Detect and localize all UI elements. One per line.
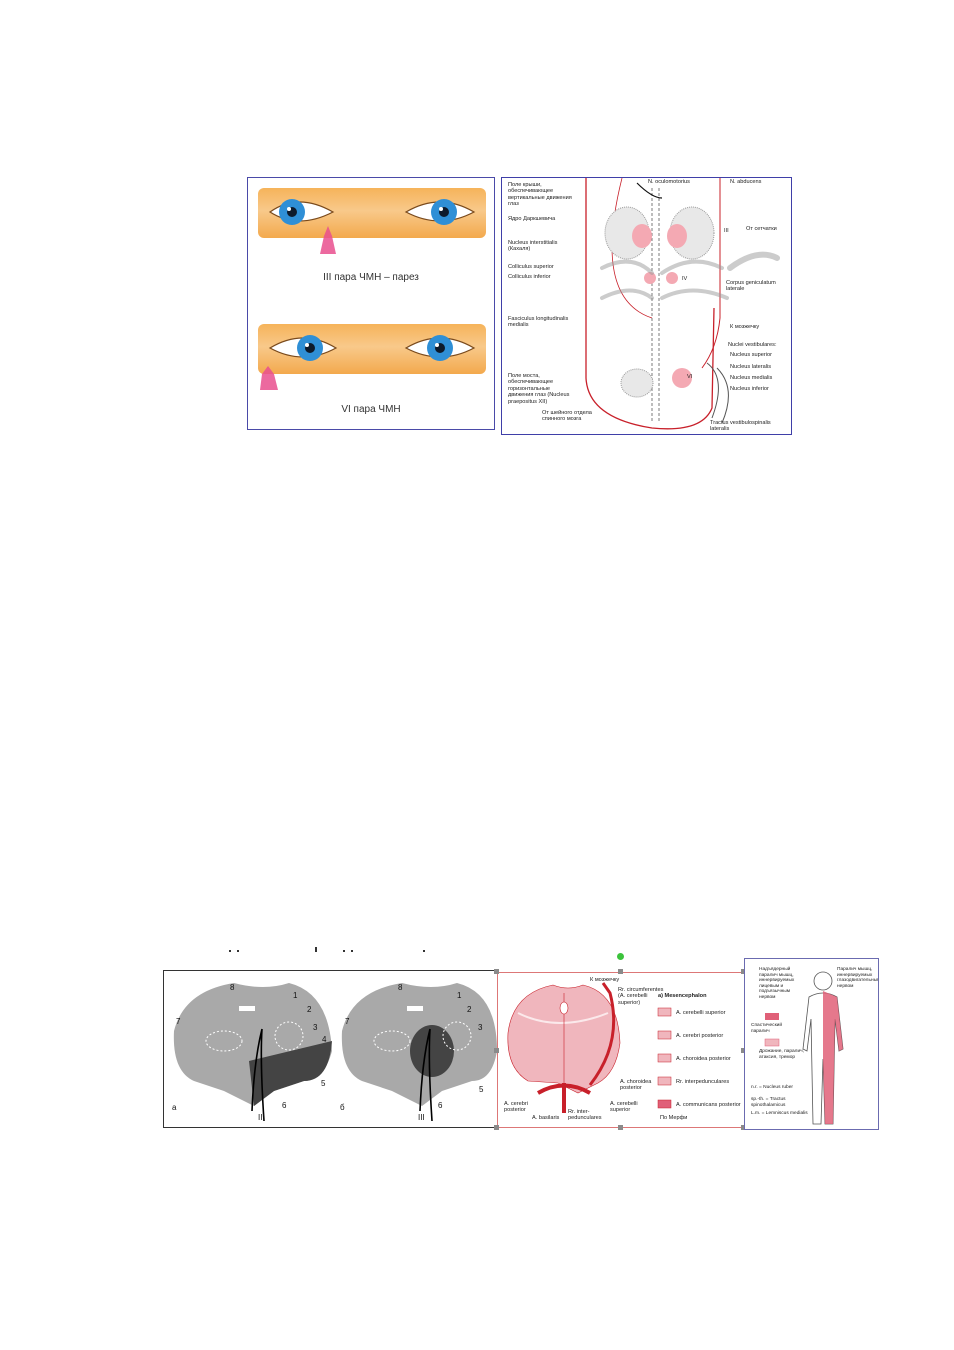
label-tractus: Tractus vestibulospinalis lateralis [710, 420, 771, 433]
label-nucleus-inferior: Nucleus inferior [730, 386, 769, 392]
label-lemniscus: L.m. = Lemniscus medialis [751, 1111, 808, 1116]
label-cervical: От шейного отдела спинного мозга [542, 410, 592, 423]
midbrain-vessels-figure: К мозжечку Rr. circumferentes (A. cerebe… [497, 972, 745, 1128]
label-darkschewitsch: Ядро Даркшевича [508, 216, 556, 222]
section-b-num-6: 6 [438, 1101, 443, 1110]
label-right-note: Паралич мышц, иннервируемых глазодвигате… [837, 967, 879, 989]
handle-tr[interactable] [741, 969, 746, 974]
body-drawing [764, 971, 844, 1125]
label-spino: sp.-th. = Tractus spinothalamicus [751, 1097, 786, 1108]
label-retina: От сетчатки [746, 226, 777, 232]
handle-tm[interactable] [618, 969, 623, 974]
eye-right-bottom [404, 335, 476, 361]
cropped-text-fragment [229, 947, 425, 952]
label-vestibulares: Nuclei vestibulares: [728, 342, 777, 348]
section-b-num-2: 2 [467, 1005, 472, 1014]
label-abducens: N. abducens [730, 179, 762, 185]
section-a-num-3: 3 [313, 1023, 318, 1032]
label-mesencephalon: a) Mesencephalon [658, 993, 707, 999]
brainstem-figure: Поле крыши, обеспечивающее вертикальные … [501, 177, 792, 435]
vessels-drawing [507, 982, 672, 1113]
eyes-caption-oculomotor: III пара ЧМН – парез [323, 272, 419, 283]
section-a-num-1: 1 [293, 991, 298, 1000]
label-roman-iv: IV [682, 276, 688, 282]
section-b-num-1: 1 [457, 991, 462, 1000]
label-nucleus-medialis: Nucleus medialis [730, 375, 773, 381]
label-author: По Мерфи [660, 1115, 688, 1121]
label-circumferentes: Rr. circumferentes (A. cerebelli superio… [618, 987, 664, 1006]
label-cerebellum-vessels: К мозжечку [590, 977, 620, 983]
section-b-nerve: III [418, 1113, 425, 1122]
midbrain-section-a [173, 983, 332, 1122]
label-nucleus-lateralis: Nucleus lateralis [730, 364, 772, 370]
eyes-figure: III пара ЧМН – парез VI пара ЧМН [247, 177, 495, 430]
section-b-num-3: 3 [478, 1023, 483, 1032]
section-a-num-5: 5 [321, 1079, 326, 1088]
label-communicans: A. communicans posterior [676, 1102, 741, 1108]
section-b-num-8: 8 [398, 983, 403, 992]
legend-swatches [657, 1007, 672, 1109]
section-a-num-6: 6 [282, 1101, 287, 1110]
label-flm: Fasciculus longitudinalis medialis [508, 316, 569, 329]
arrow-top [320, 226, 336, 254]
body-sensory-figure: Надъядерный паралич мышц, иннервируемых … [744, 958, 879, 1130]
label-geniculatum: Corpus geniculatum laterale [726, 280, 776, 293]
label-cajal: Nucleus interstitialis (Кахаля) [508, 240, 558, 253]
handle-bm[interactable] [618, 1125, 623, 1130]
label-choroidea-posterior-2: A. choroidea posterior [620, 1079, 652, 1092]
label-rr-inter: Rr. inter-pedunculares [568, 1109, 602, 1122]
brainstem-drawing [585, 178, 780, 430]
label-roman-iii: III [724, 228, 729, 234]
label-basilaris: A. basilaris [532, 1115, 560, 1121]
section-a-num-7: 7 [176, 1017, 181, 1026]
section-b-num-5: 5 [479, 1085, 484, 1094]
label-cerebelli-superior-2: A. cerebelli superior [610, 1101, 638, 1114]
label-roman-vi: VI [687, 374, 693, 380]
label-cerebri-posterior-2: A. cerebri posterior [504, 1101, 528, 1114]
label-choroidea-posterior: A. choroidea posterior [676, 1056, 731, 1062]
section-a-label: а [172, 1103, 177, 1112]
label-spastic: Спастический паралич [751, 1023, 783, 1034]
handle-ml[interactable] [494, 1048, 499, 1053]
label-ruber: n.r. = Nucleus ruber [751, 1085, 793, 1090]
eye-left-bottom [268, 335, 338, 361]
label-colliculus-superior: Colliculus superior [508, 264, 554, 270]
handle-br[interactable] [741, 1125, 746, 1130]
section-a-nerve: III [258, 1113, 265, 1122]
label-colliculus-inferior: Colliculus inferior [508, 274, 551, 280]
eyes-caption-abducens: VI пара ЧМН [341, 404, 401, 415]
section-a-num-8: 8 [230, 983, 235, 992]
label-cerebelli-superior: A. cerebelli superior [676, 1010, 726, 1016]
section-b-num-7: 7 [345, 1017, 350, 1026]
label-tremor: Дрожание, паралич, атаксия, тремор [759, 1049, 804, 1060]
label-pons-field: Поле моста, обеспечивающее горизонтальны… [508, 373, 570, 405]
label-nucleus-superior: Nucleus superior [730, 352, 772, 358]
handle-tl[interactable] [494, 969, 499, 974]
section-b-label: б [340, 1103, 345, 1112]
handle-mr[interactable] [741, 1048, 746, 1053]
midbrain-sections-figure: 8 1 2 7 3 4 5 6 III а 8 1 2 7 3 5 6 III … [163, 970, 498, 1128]
section-a-num-4: 4 [322, 1035, 327, 1044]
midbrain-section-b [341, 983, 497, 1122]
arrow-bottom [260, 366, 278, 390]
label-left-note: Надъядерный паралич мышц, иннервируемых … [759, 967, 795, 1000]
rotate-handle[interactable] [617, 953, 624, 960]
label-tectum-field: Поле крыши, обеспечивающее вертикальные … [508, 182, 572, 208]
handle-bl[interactable] [494, 1125, 499, 1130]
section-a-num-2: 2 [307, 1005, 312, 1014]
label-interpedunculares: Rr. interpedunculares [676, 1079, 730, 1085]
midbrain-drawing [173, 983, 497, 1122]
label-cerebri-posterior: A. cerebri posterior [676, 1033, 724, 1039]
eye-right-top [404, 199, 476, 225]
eyes-drawing [260, 199, 476, 390]
eye-left-top [268, 199, 335, 225]
label-oculomotorius: N. oculomotorius [648, 179, 690, 185]
label-cerebellum: К мозжечку [730, 324, 760, 330]
